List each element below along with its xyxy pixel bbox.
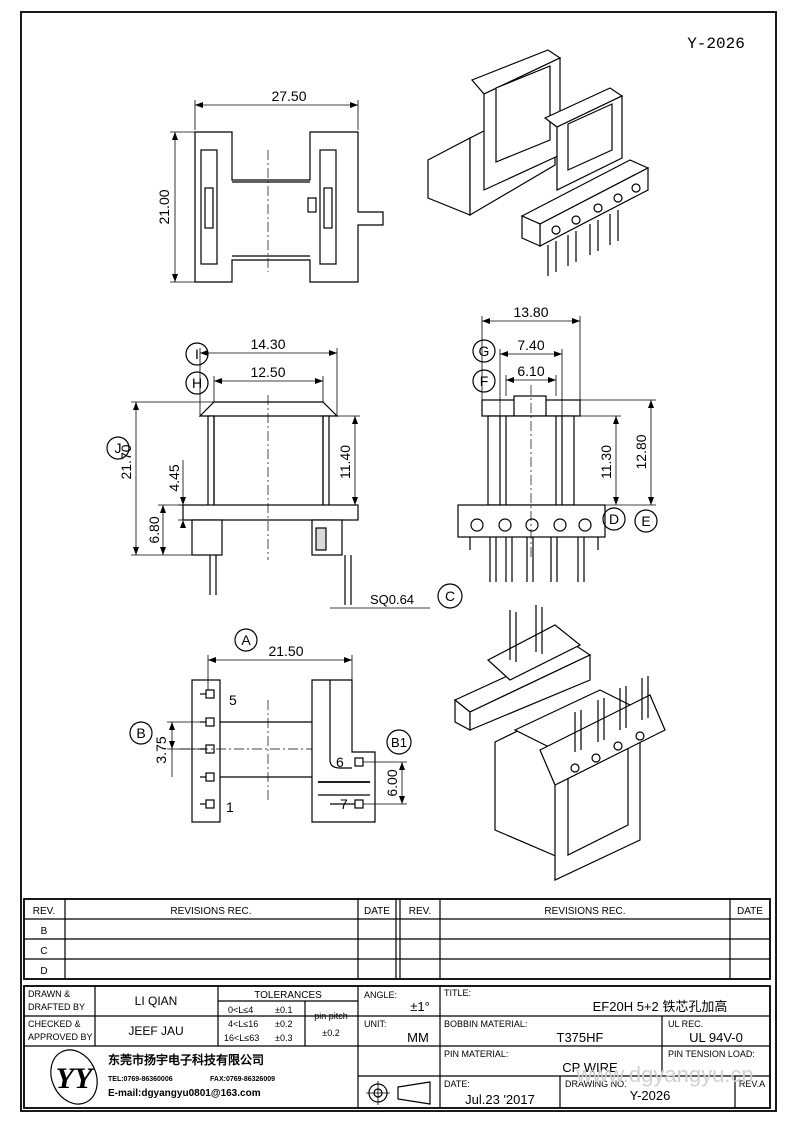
pin-material-value: CP WIRE xyxy=(562,1060,618,1075)
pin-tension-label: PIN TENSION LOAD: xyxy=(668,1049,755,1059)
title-value: EF20H 5+2 铁芯孔加高 xyxy=(593,999,728,1014)
iso-view-top xyxy=(427,49,650,276)
drawn-value: LI QIAN xyxy=(135,994,178,1008)
revisions-table: REV. REVISIONS REC. DATE REV. REVISIONS … xyxy=(23,898,771,980)
dim-top-height: 21.00 xyxy=(156,189,172,224)
title-block: DRAWN & DRAFTED BY LI QIAN CHECKED & APP… xyxy=(23,985,771,1109)
label-G: G xyxy=(479,343,490,359)
drawing-no-value: Y-2026 xyxy=(630,1088,671,1103)
bottom-view: 5 1 6 7 21.50 A 3.75 B 6.00 B1 xyxy=(129,628,412,823)
tol-range-2: 4<L≤16 xyxy=(228,1019,258,1029)
angle-value: ±1° xyxy=(410,999,430,1014)
pin-number-1: 1 xyxy=(226,799,234,815)
sheet-border xyxy=(20,11,777,1112)
checked-value: JEEF JAU xyxy=(128,1024,183,1038)
dim-4-45: 4.45 xyxy=(166,464,182,491)
label-I: I xyxy=(195,346,199,362)
dim-3-75: 3.75 xyxy=(153,736,169,763)
ul-label: UL REC. xyxy=(668,1019,703,1029)
dim-21-50: 21.50 xyxy=(268,643,303,659)
tol-range-1: 0<L≤4 xyxy=(228,1005,253,1015)
dim-21-70: 21.70 xyxy=(118,444,134,479)
approved-label: APPROVED BY xyxy=(28,1032,93,1042)
logo-text: YY xyxy=(56,1062,95,1095)
pin-number-6: 6 xyxy=(336,754,344,770)
title-label: TITLE: xyxy=(444,988,471,998)
side-view: 13.80 7.40 6.10 G F 11.30 12.80 D E xyxy=(457,304,658,582)
front-view: 14.30 12.50 I H 11.40 21.70 J 4.45 xyxy=(106,336,463,609)
label-E: E xyxy=(641,513,650,529)
dim-7-40: 7.40 xyxy=(517,337,544,353)
company-email: E-mail:dgyangyu0801@163.com xyxy=(108,1088,261,1099)
date-value: Jul.23 '2017 xyxy=(465,1092,535,1107)
checked-label: CHECKED & xyxy=(28,1019,81,1029)
label-H: H xyxy=(192,375,202,391)
revisions-header-right: REVISIONS REC. xyxy=(544,906,625,917)
dim-6-10: 6.10 xyxy=(517,363,544,379)
label-D: D xyxy=(609,511,619,527)
date-header-left: DATE xyxy=(364,906,390,917)
dim-11-40: 11.40 xyxy=(337,445,353,479)
date-label: DATE: xyxy=(444,1079,470,1089)
label-B1: B1 xyxy=(391,735,407,750)
dim-pin-sq: SQ0.64 xyxy=(370,592,414,607)
top-view: 27.50 21.00 xyxy=(156,88,384,283)
iso-view-bottom xyxy=(453,605,666,881)
dim-6-00: 6.00 xyxy=(384,769,400,796)
drawing-id: Y-2026 xyxy=(687,35,745,53)
rev-row-b: B xyxy=(41,926,48,937)
company-name: 东莞市扬宇电子科技有限公司 xyxy=(108,1052,264,1067)
rev-a-label: REV.A xyxy=(739,1079,765,1089)
company-tel: TEL:0769-86360006 xyxy=(108,1076,173,1083)
unit-value: MM xyxy=(407,1030,429,1045)
pin-material-label: PIN MATERIAL: xyxy=(444,1049,508,1059)
label-J: J xyxy=(115,440,122,456)
unit-label: UNIT: xyxy=(364,1019,387,1029)
drawn-label: DRAWN & xyxy=(28,989,70,999)
company-logo: YY xyxy=(50,1049,98,1105)
pin-number-5: 5 xyxy=(229,692,237,708)
watermark: www.dgyangyu.cn xyxy=(575,1062,753,1087)
rev-header-right: REV. xyxy=(409,906,431,917)
label-A: A xyxy=(241,632,251,648)
rev-row-d: D xyxy=(40,966,47,977)
tol-value-3: ±0.3 xyxy=(275,1033,292,1043)
dim-12-50: 12.50 xyxy=(250,364,285,380)
label-B: B xyxy=(136,725,145,741)
dim-14-30: 14.30 xyxy=(250,336,285,352)
pin-pitch-label: pin pitch xyxy=(314,1011,348,1021)
dim-13-80: 13.80 xyxy=(513,304,548,320)
rev-row-c: C xyxy=(40,946,47,957)
tolerances-label: TOLERANCES xyxy=(254,990,322,1001)
revisions-header-left: REVISIONS REC. xyxy=(170,906,251,917)
dim-top-width: 27.50 xyxy=(271,88,306,104)
drafted-label: DRAFTED BY xyxy=(28,1002,85,1012)
company-fax: FAX:0769-86326009 xyxy=(210,1076,275,1083)
tol-range-3: 16<L≤63 xyxy=(224,1033,259,1043)
rev-header-left: REV. xyxy=(33,906,55,917)
bobbin-label: BOBBIN MATERIAL: xyxy=(444,1019,527,1029)
label-F: F xyxy=(480,373,489,389)
dim-11-30: 11.30 xyxy=(598,445,614,479)
dim-12-80: 12.80 xyxy=(633,434,649,469)
bobbin-value: T375HF xyxy=(557,1030,604,1045)
date-header-right: DATE xyxy=(737,906,763,917)
tol-value-2: ±0.2 xyxy=(275,1019,292,1029)
tol-value-1: ±0.1 xyxy=(275,1005,292,1015)
dim-6-80: 6.80 xyxy=(146,516,162,543)
label-C: C xyxy=(445,588,455,604)
pin-pitch-value: ±0.2 xyxy=(322,1028,339,1038)
angle-label: ANGLE: xyxy=(364,990,397,1000)
drawing-no-label: DRAWING NO. xyxy=(565,1079,627,1089)
pin-number-7: 7 xyxy=(340,796,348,812)
projection-symbol xyxy=(366,1081,431,1105)
ul-value: UL 94V-0 xyxy=(689,1030,743,1045)
